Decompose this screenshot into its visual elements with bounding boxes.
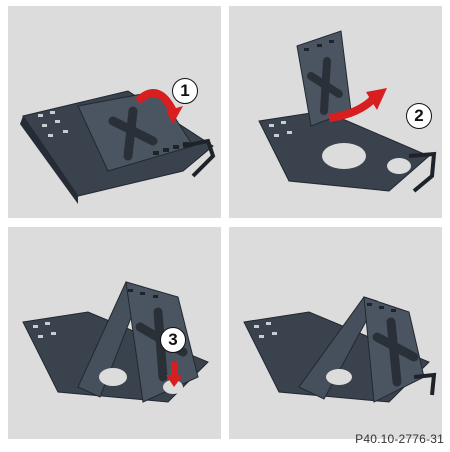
step-3-illustration: 3 <box>8 227 221 439</box>
step-2-badge: 2 <box>406 103 432 129</box>
step-3-badge: 3 <box>160 327 186 353</box>
step-3-bracket-drawing <box>8 227 221 439</box>
step-1-bracket-drawing <box>8 6 221 218</box>
final-bracket-drawing <box>229 227 442 439</box>
step-1-illustration: 1 <box>8 6 221 218</box>
figure-reference-code: P40.10-2776-31 <box>355 432 444 446</box>
final-position-illustration <box>229 227 442 439</box>
step-2-illustration: 2 <box>229 6 442 218</box>
step-1-badge: 1 <box>172 78 198 104</box>
